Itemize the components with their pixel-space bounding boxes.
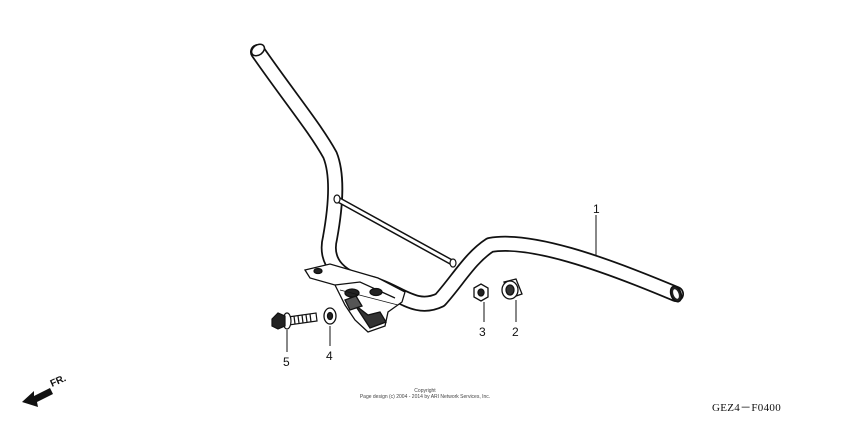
washer[interactable]: [323, 307, 337, 325]
callout-part-5[interactable]: 5: [283, 355, 290, 369]
callout-part-4[interactable]: 4: [326, 349, 333, 363]
leader-lines: [286, 215, 597, 352]
mounting-bracket: [303, 263, 406, 333]
callout-part-1[interactable]: 1: [593, 202, 600, 216]
diagram-code: GEZ4－F0400: [712, 402, 781, 414]
handlebar-right-end-inner: [673, 289, 679, 299]
callout-part-2[interactable]: 2: [512, 325, 519, 339]
front-direction-arrow-icon: [22, 388, 53, 407]
handlebar-left-end: [250, 43, 266, 57]
copyright-notice: Copyright Page design (c) 2004 - 2014 by…: [300, 388, 550, 400]
cross-brace: [333, 194, 457, 268]
bolt[interactable]: [271, 312, 318, 330]
callout-part-3[interactable]: 3: [479, 325, 486, 339]
copyright-line-2: Page design (c) 2004 - 2014 by ARI Netwo…: [359, 394, 491, 400]
front-direction-label: FR.: [49, 373, 68, 390]
collar[interactable]: [501, 278, 523, 300]
copyright-line-1: Copyright: [414, 388, 436, 394]
nut[interactable]: [473, 283, 489, 302]
